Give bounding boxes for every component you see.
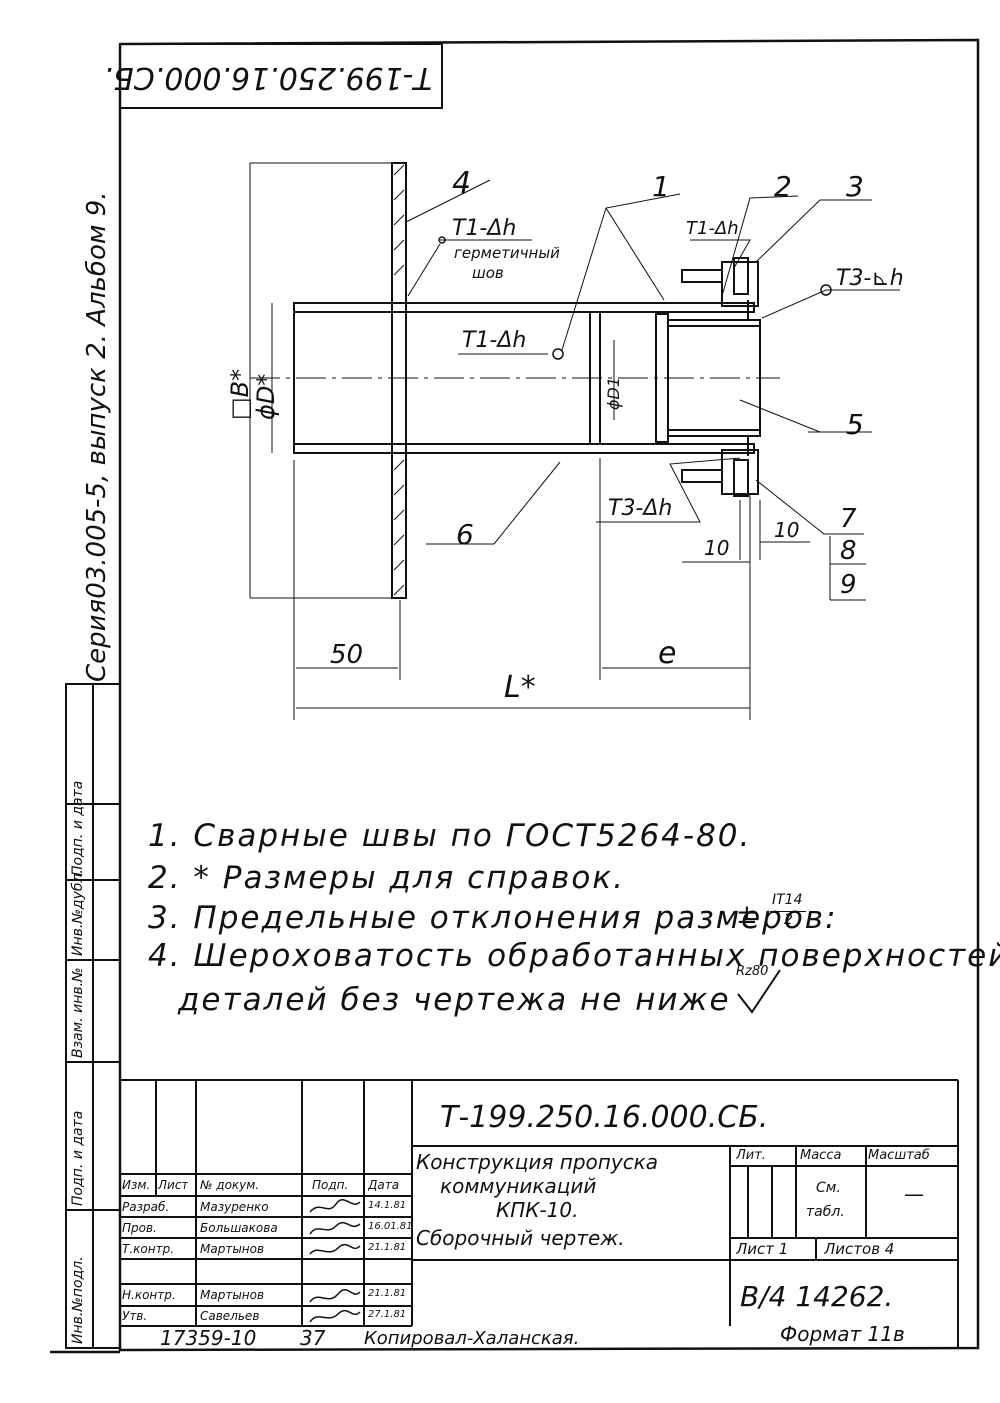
dim-50: 50 — [330, 640, 364, 670]
weld-note-2: шов — [472, 264, 504, 282]
margin-podp-data-1: Подп. и дата — [70, 1110, 86, 1206]
pos-3: 3 — [846, 170, 864, 203]
title-code: Т-199.250.16.000.СБ. — [440, 1100, 769, 1135]
note-3: 3. Предельные отклонения размеров: — [148, 900, 838, 936]
top-stamp: Т-199.250.16.000.СБ. — [103, 60, 432, 95]
row-date-2: 16.01.81 — [368, 1221, 413, 1232]
dim-e: e — [658, 636, 677, 671]
row-role-4: Н.контр. — [122, 1288, 176, 1302]
row-date-3: 21.1.81 — [368, 1242, 407, 1253]
pos-2: 2 — [774, 170, 792, 203]
margin-vzam-inv: Взам. инв.№ — [70, 967, 86, 1058]
series-label: Серия03.005-5, выпуск 2. Альбом 9. — [82, 191, 112, 682]
massa-value-2: табл. — [806, 1204, 845, 1220]
wall-plate — [391, 162, 407, 599]
note-2: 2. * Размеры для справок. — [148, 860, 625, 896]
row-date-4: 21.1.81 — [368, 1288, 407, 1299]
lit-label: Лит. — [736, 1148, 766, 1163]
tolerance-bar — [770, 911, 806, 912]
weld-note-1: герметичный — [454, 244, 560, 262]
row-role-5: Утв. — [122, 1309, 148, 1323]
margin-podp-data-2: Подп. и дата — [70, 780, 86, 876]
weld-t1-right: Т1-Δh — [686, 218, 739, 239]
head-doc: № докум. — [200, 1178, 260, 1192]
head-izm: Изм. — [122, 1178, 151, 1192]
dim-d1: ϕD1 — [604, 376, 623, 410]
row-name-3: Мартынов — [200, 1242, 265, 1256]
title-name-3: КПК-10. — [496, 1198, 579, 1222]
pos-1: 1 — [652, 170, 670, 203]
note-4-cont: деталей без чертежа не ниже — [178, 982, 731, 1018]
weld-t1-mid: Т1-Δh — [462, 328, 527, 353]
masshtab-value: — — [904, 1182, 924, 1206]
pos-6: 6 — [456, 518, 474, 551]
left-margin-box — [65, 683, 121, 1349]
dim-l: L* — [504, 670, 536, 705]
title-name-2: коммуникаций — [440, 1174, 597, 1198]
head-podp: Подп. — [312, 1178, 349, 1192]
pos-7: 7 — [840, 504, 857, 534]
tolerance-num: IT14 — [772, 892, 803, 908]
pos-4: 4 — [452, 166, 472, 201]
row-name-1: Мазуренко — [200, 1200, 269, 1214]
footer-page: 37 — [300, 1326, 326, 1350]
weld-t3-bottom: Т3-Δh — [608, 496, 673, 521]
row-role-2: Пров. — [122, 1221, 157, 1235]
title-name-1: Конструкция пропуска — [416, 1150, 659, 1174]
row-role-3: Т.контр. — [122, 1242, 175, 1256]
footer-number: 17359-10 — [160, 1326, 257, 1350]
head-data: Дата — [368, 1178, 400, 1192]
row-date-5: 27.1.81 — [368, 1309, 407, 1320]
row-name-4: Мартынов — [200, 1288, 265, 1302]
row-name-2: Большакова — [200, 1221, 278, 1235]
roughness-value: Rz80 — [736, 964, 769, 979]
sheet-number: Лист 1 — [736, 1240, 789, 1258]
masshtab-label: Масштаб — [868, 1148, 930, 1163]
weld-t3-right: Т3-⊾h — [836, 266, 904, 291]
title-block-grid — [120, 1079, 959, 1348]
massa-label: Масса — [800, 1148, 842, 1163]
dim-b: □В* — [226, 368, 254, 420]
row-date-1: 14.1.81 — [368, 1200, 407, 1211]
org-code: В/4 14262. — [740, 1280, 894, 1313]
footer-format: Формат 11в — [780, 1322, 905, 1346]
note-4: 4. Шероховатость обработанных поверхност… — [148, 938, 1000, 974]
signatures — [309, 1199, 361, 1323]
margin-inv-podl: Инв.№подл. — [70, 1256, 86, 1344]
tolerance-den: 2 — [784, 912, 793, 928]
dim-d: ϕD* — [252, 373, 280, 420]
title-name-4: Сборочный чертеж. — [416, 1226, 625, 1250]
row-name-5: Савельев — [200, 1309, 260, 1323]
pos-9: 9 — [840, 570, 857, 600]
sheets-total: Листов 4 — [824, 1240, 895, 1258]
pos-5: 5 — [846, 408, 864, 441]
dim-10a: 10 — [704, 536, 730, 560]
note-1: 1. Сварные швы по ГОСТ5264-80. — [148, 818, 752, 854]
head-list: Лист — [158, 1178, 189, 1192]
margin-inv-dubl: Инв.№дубл. — [70, 869, 86, 956]
footer-copied: Копировал-Халанская. — [364, 1328, 580, 1349]
weld-t1-top: Т1-Δh — [452, 216, 517, 241]
massa-value-1: См. — [816, 1180, 841, 1196]
assembly-drawing — [249, 162, 900, 1014]
row-role-1: Разраб. — [122, 1200, 170, 1214]
pos-8: 8 — [840, 536, 857, 566]
tolerance-sign: ± — [736, 900, 758, 930]
dim-10b: 10 — [774, 518, 800, 542]
